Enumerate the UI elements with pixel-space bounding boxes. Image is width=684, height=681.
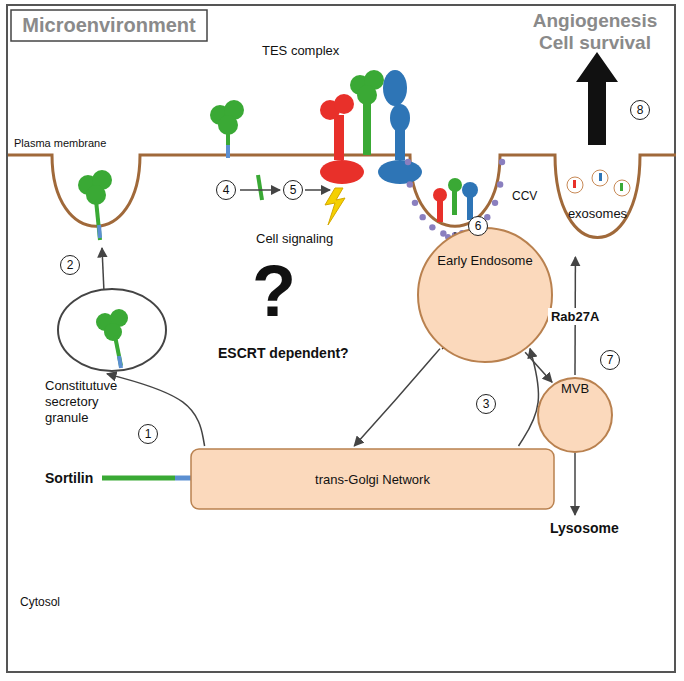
title-box: Microenvironment bbox=[10, 9, 208, 42]
text-label: TES complex bbox=[262, 44, 339, 59]
golgi-box: trans-Golgi Network bbox=[190, 448, 555, 510]
callout-number: 1 bbox=[138, 424, 158, 444]
callout-number: 6 bbox=[468, 216, 488, 236]
plasma-membrane bbox=[8, 155, 676, 238]
text-label: Plasma membrane bbox=[14, 137, 106, 150]
edge-label: Rab27A bbox=[548, 308, 602, 325]
text-label: Cell signaling bbox=[256, 232, 333, 247]
callout-number: 2 bbox=[60, 255, 80, 275]
exosome-pit: exosomes bbox=[555, 160, 640, 255]
text-label: ESCRT dependent? bbox=[218, 345, 349, 361]
text-label: Sortilin bbox=[45, 470, 93, 486]
endosome-circle: Early Endosome bbox=[417, 227, 553, 363]
node-label: Early Endosome bbox=[417, 253, 553, 268]
node-label: MVB bbox=[537, 381, 613, 396]
node-label: exosomes bbox=[555, 206, 640, 221]
connector-arrow bbox=[107, 374, 205, 446]
text-label: Lysosome bbox=[550, 520, 619, 536]
callout-number: 8 bbox=[630, 100, 650, 120]
output-arrow bbox=[576, 52, 618, 145]
callout-number: 5 bbox=[283, 180, 303, 200]
node-label: trans-Golgi Network bbox=[315, 472, 430, 487]
node-outline bbox=[417, 227, 553, 363]
text-label: ? bbox=[252, 250, 296, 333]
mvb-circle: MVB bbox=[537, 377, 613, 453]
node-label: Microenvironment bbox=[22, 14, 195, 37]
clathrin-coated-vesicle bbox=[433, 178, 478, 222]
text-label: Angiogenesis Cell survival bbox=[525, 10, 665, 54]
callout-number: 7 bbox=[600, 350, 620, 370]
connector-arrow bbox=[525, 352, 552, 382]
connector-arrow bbox=[354, 349, 440, 446]
sortilin-ligand bbox=[78, 170, 112, 240]
node-outline bbox=[57, 288, 167, 372]
callout-number: 4 bbox=[216, 180, 236, 200]
secretory-granule: Constitutuve secretory granule bbox=[57, 288, 167, 372]
frame bbox=[7, 5, 675, 672]
released-ligand bbox=[210, 100, 262, 200]
node-label: Constitutuve secretory granule bbox=[45, 378, 145, 426]
callout-number: 3 bbox=[476, 394, 496, 414]
text-label: CCV bbox=[512, 190, 537, 204]
exosome-vesicles bbox=[567, 170, 630, 196]
tes-complex bbox=[320, 70, 422, 225]
text-label: Cytosol bbox=[20, 596, 60, 610]
